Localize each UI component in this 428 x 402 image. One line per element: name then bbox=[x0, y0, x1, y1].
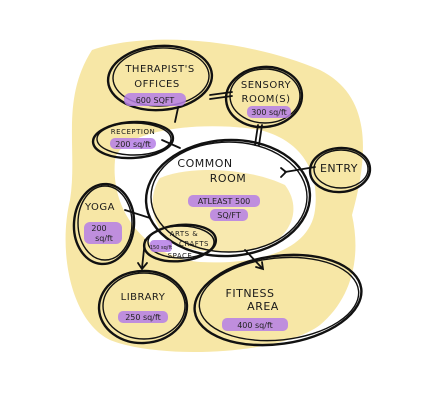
node-therapists-offices: THERAPIST'S OFFICES 600 SQFT bbox=[106, 44, 214, 112]
arrow-head-entry bbox=[280, 167, 288, 178]
node-yoga: YOGA 200 sq/ft bbox=[72, 182, 136, 266]
therapists-offices-label-1: THERAPIST'S bbox=[124, 64, 194, 75]
common-room-area-1: ATLEAST 500 bbox=[198, 197, 251, 206]
common-room-area-2: SQ/FT bbox=[217, 211, 241, 220]
common-room-label-2: ROOM bbox=[210, 172, 246, 185]
sensory-room-label-2: ROOM(S) bbox=[242, 94, 291, 105]
arts-crafts-label-1: ARTS & bbox=[170, 230, 199, 238]
reception-label: RECEPTION bbox=[111, 128, 155, 136]
therapists-offices-area: 600 SQFT bbox=[136, 96, 175, 105]
connector-yoga-common bbox=[124, 209, 151, 219]
common-room-label-1: COMMON bbox=[177, 157, 232, 170]
node-reception: RECEPTION 200 sq/ft bbox=[91, 120, 175, 160]
node-common-room: COMMON ROOM ATLEAST 500 SQ/FT bbox=[144, 138, 312, 258]
arts-crafts-area: 150 sq/ft bbox=[150, 245, 172, 251]
arrow-head-fitness bbox=[255, 261, 265, 271]
yoga-area-1: 200 bbox=[91, 224, 106, 233]
yoga-area-2: sq/ft bbox=[95, 234, 113, 243]
arrow-head-library bbox=[137, 262, 148, 271]
connector-therapist-sensory bbox=[209, 91, 233, 96]
node-entry: ENTRY bbox=[308, 146, 372, 194]
entry-label: ENTRY bbox=[320, 162, 358, 175]
node-library: LIBRARY 250 sq/ft bbox=[97, 269, 189, 345]
node-arts-crafts: ARTS & CRAFTS SPACE 150 sq/ft bbox=[142, 223, 218, 263]
fitness-area-label-2: AREA bbox=[247, 300, 279, 313]
fitness-area-label-1: FITNESS bbox=[226, 287, 275, 300]
yoga-label: YOGA bbox=[84, 202, 115, 213]
connectors bbox=[124, 91, 316, 271]
library-label: LIBRARY bbox=[121, 292, 166, 303]
reception-area: 200 sq/ft bbox=[115, 140, 151, 149]
arts-crafts-label-2: CRAFTS bbox=[179, 240, 209, 248]
fitness-area-area: 400 sq/ft bbox=[237, 321, 273, 330]
sensory-room-label-1: SENSORY bbox=[241, 80, 292, 91]
sensory-room-area: 300 sq/ft bbox=[251, 108, 287, 117]
node-sensory-room: SENSORY ROOM(S) 300 sq/ft bbox=[224, 65, 304, 129]
therapists-offices-label-2: OFFICES bbox=[134, 79, 179, 90]
arts-crafts-label-3: SPACE bbox=[168, 252, 193, 260]
connector-therapist-reception bbox=[174, 107, 179, 123]
node-fitness-area: FITNESS AREA 400 sq/ft bbox=[193, 253, 363, 347]
library-area: 250 sq/ft bbox=[125, 313, 161, 322]
